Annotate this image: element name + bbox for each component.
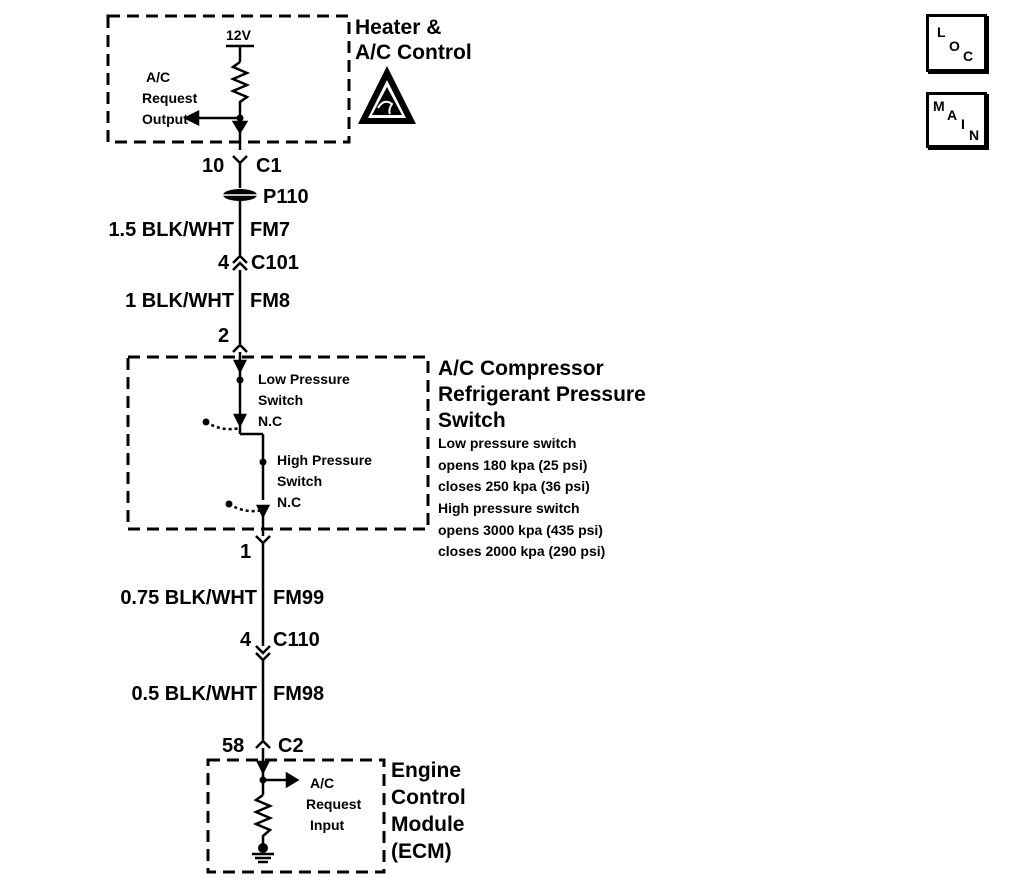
ecm-title-line4: (ECM)	[391, 840, 452, 863]
wire4-label: 0.5 BLK/WHT	[131, 683, 257, 705]
c110-pin: 4	[240, 629, 252, 651]
p110-splice	[222, 189, 258, 201]
switch-top-pin: 2	[218, 325, 229, 347]
wire3-circuit: FM99	[273, 587, 324, 609]
wire2-circuit: FM8	[250, 290, 290, 312]
low-switch-line1: Low Pressure	[258, 371, 350, 387]
switch-note-0: Low pressure switch	[438, 435, 576, 451]
switch-note-3: High pressure switch	[438, 500, 580, 516]
ecm-title-line2: Control	[391, 786, 466, 809]
main-letter-a: A	[947, 107, 958, 123]
high-switch-line3: N.C	[277, 494, 301, 510]
wire3-label: 0.75 BLK/WHT	[120, 587, 257, 609]
pressure-switch-box	[126, 355, 430, 531]
switch-bottom-pin: 1	[240, 541, 251, 563]
main-letter-i: I	[961, 116, 965, 132]
switch-note-4: opens 3000 kpa (435 psi)	[438, 522, 603, 538]
switch-note-2: closes 250 kpa (36 psi)	[438, 478, 590, 494]
output-label-line3: Output	[142, 111, 188, 127]
ecm-title-line1: Engine	[391, 759, 461, 782]
c1-label: C1	[256, 155, 282, 177]
c2-label: C2	[278, 735, 304, 757]
ecm-input-line3: Input	[310, 817, 345, 833]
high-switch-line2: Switch	[277, 473, 322, 489]
output-label-line2: Request	[142, 90, 198, 106]
c110-label: C110	[273, 629, 320, 651]
wire1-circuit: FM7	[250, 219, 290, 241]
c1-pin: 10	[202, 155, 224, 177]
c101-label: C101	[251, 252, 299, 274]
wire2-label: 1 BLK/WHT	[125, 290, 234, 312]
ecm-box	[206, 758, 386, 874]
c101-pin: 4	[218, 252, 230, 274]
loc-button[interactable]: L O C	[926, 14, 987, 72]
p110-label: P110	[263, 186, 309, 208]
switch-title-line1: A/C Compressor	[438, 357, 604, 380]
switch-title-line3: Switch	[438, 409, 506, 432]
loc-letter-l: L	[937, 24, 946, 40]
heater-title-line1: Heater &	[355, 16, 441, 39]
switch-note-5: closes 2000 kpa (290 psi)	[438, 543, 605, 559]
ecm-title-line3: Module	[391, 813, 465, 836]
output-label-line1: A/C	[146, 69, 170, 85]
pulldown-resistor	[252, 793, 274, 846]
low-switch-line3: N.C	[258, 413, 282, 429]
pullup-resistor	[229, 60, 251, 150]
switch-title-line2: Refrigerant Pressure	[438, 383, 646, 406]
ecm-input-line2: Request	[306, 796, 362, 812]
switch-note-1: opens 180 kpa (25 psi)	[438, 457, 587, 473]
c2-pin: 58	[222, 735, 244, 757]
wire4-circuit: FM98	[273, 683, 324, 705]
low-switch-line2: Switch	[258, 392, 303, 408]
wire1-label: 1.5 BLK/WHT	[108, 219, 234, 241]
loc-letter-c: C	[963, 48, 974, 64]
main-letter-m: M	[933, 98, 945, 114]
esd-sensitive-icon	[358, 66, 416, 124]
ecm-input-line1: A/C	[310, 775, 334, 791]
main-button[interactable]: M A I N	[926, 92, 987, 148]
heater-title-line2: A/C Control	[355, 41, 472, 64]
voltage-label: 12V	[226, 27, 252, 43]
loc-letter-o: O	[949, 38, 960, 54]
heater-ac-control-box	[106, 14, 351, 144]
high-switch-line1: High Pressure	[277, 452, 372, 468]
main-letter-n: N	[969, 127, 980, 143]
